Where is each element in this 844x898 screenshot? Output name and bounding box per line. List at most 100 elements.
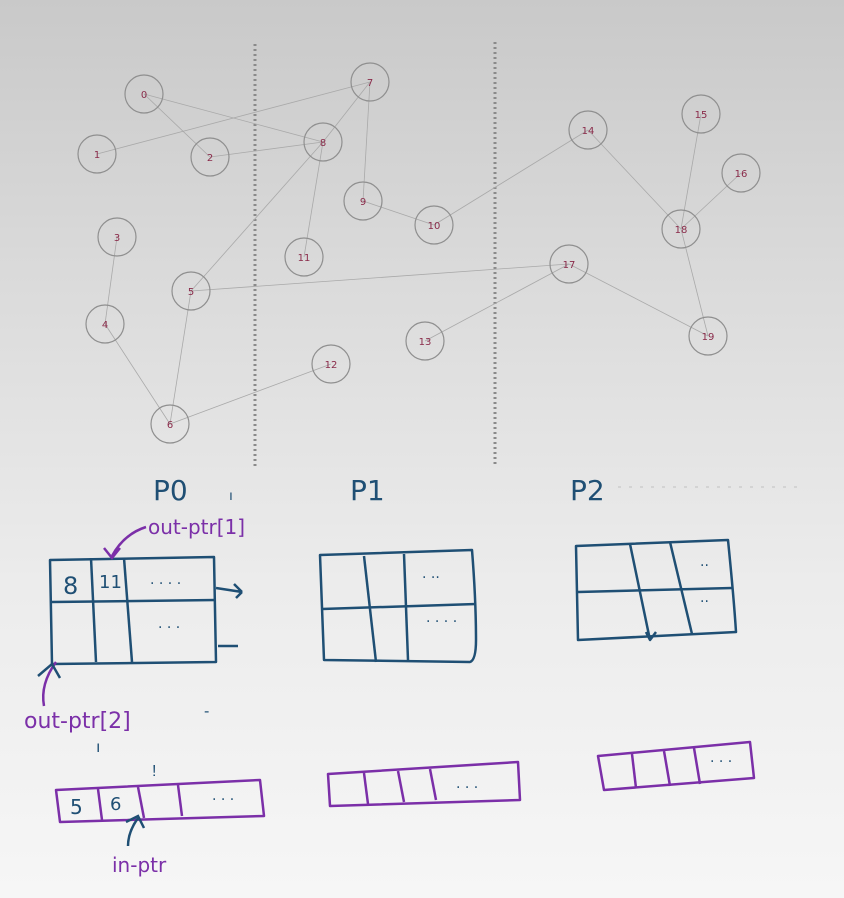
graph-node-17: 17	[549, 244, 589, 284]
graph-edge	[322, 81, 371, 143]
graph-edge	[568, 263, 709, 337]
graph-node-label: 12	[325, 360, 338, 371]
graph-edge	[96, 81, 371, 155]
graph-edge	[303, 141, 324, 258]
graph-edge	[104, 323, 171, 425]
graph-edge	[190, 263, 570, 292]
graph-node-label: 3	[114, 233, 120, 244]
p2-in-array	[596, 740, 756, 792]
graph-node-11: 11	[284, 237, 324, 277]
graph-node-label: 15	[695, 110, 708, 121]
partition-label-p2: P2	[570, 474, 605, 507]
graph-node-label: 18	[675, 225, 688, 236]
graph-node-circle	[549, 244, 589, 284]
graph-node-10: 10	[414, 205, 454, 245]
graph-node-12: 12	[311, 344, 351, 384]
graph-node-circle	[405, 321, 445, 361]
stray-mark-3: ı	[96, 739, 100, 756]
graph-node-4: 4	[85, 304, 125, 344]
partition-label-p1: P1	[350, 474, 385, 507]
p1-out-table	[318, 548, 478, 664]
graph-node-5: 5	[171, 271, 211, 311]
out-ptr-2-arrow	[37, 661, 62, 707]
graph-edge	[169, 290, 192, 425]
graph-node-circle	[97, 217, 137, 257]
graph-node-circle	[688, 316, 728, 356]
p0-cell-r1c2: 11	[99, 572, 122, 593]
graph-node-label: 19	[702, 332, 715, 343]
in-ptr-arrow	[125, 814, 146, 847]
graph-node-circle	[721, 153, 761, 193]
p0-cell-r1c3: · · · ·	[150, 576, 181, 592]
p1-cell-r2c3: · · · ·	[426, 614, 457, 630]
graph-node-circle	[124, 74, 164, 114]
graph-node-label: 17	[563, 260, 576, 271]
graph-node-18: 18	[661, 209, 701, 249]
graph-node-label: 10	[428, 221, 441, 232]
graph-edge	[680, 113, 702, 230]
graph-node-circle	[190, 137, 230, 177]
p0-cell-r1c1: 8	[63, 572, 78, 600]
graph-node-circle	[568, 110, 608, 150]
graph-edge	[169, 363, 332, 425]
graph-edge	[362, 81, 371, 202]
p1-in-array	[326, 760, 522, 808]
graph-node-1: 1	[77, 134, 117, 174]
graph-node-label: 7	[367, 78, 373, 89]
graph-node-circle	[85, 304, 125, 344]
graph-node-label: 9	[360, 197, 366, 208]
graph-node-label: 2	[207, 153, 213, 164]
graph-node-circle	[284, 237, 324, 277]
graph-edge	[424, 263, 570, 342]
p1-array-cell-4: · · ·	[456, 780, 478, 796]
graph-node-13: 13	[405, 321, 445, 361]
graph-node-label: 4	[102, 320, 108, 331]
graph-node-label: 0	[141, 90, 147, 101]
graph-node-circle	[303, 122, 343, 162]
p0-out-table	[48, 555, 243, 666]
stray-mark-2: -	[204, 703, 209, 720]
graph-node-circle	[681, 94, 721, 134]
graph-edge	[190, 141, 324, 292]
graph-node-circle	[343, 181, 383, 221]
graph-node-15: 15	[681, 94, 721, 134]
graph-edge	[587, 129, 682, 230]
graph-node-6: 6	[150, 404, 190, 444]
graph-node-label: 14	[582, 126, 595, 137]
graph-node-label: 11	[298, 253, 311, 264]
graph-node-label: 8	[320, 138, 326, 149]
graph-node-9: 9	[343, 181, 383, 221]
graph-node-circle	[77, 134, 117, 174]
graph-node-circle	[350, 62, 390, 102]
graph-node-circle	[171, 271, 211, 311]
out-ptr-2-label: out-ptr[2]	[24, 709, 131, 734]
graph-node-circle	[311, 344, 351, 384]
p2-out-table	[574, 538, 738, 642]
graph-node-14: 14	[568, 110, 608, 150]
graph-node-19: 19	[688, 316, 728, 356]
p0-cell-r2c3: · · ·	[158, 620, 180, 636]
graph-node-circle	[414, 205, 454, 245]
stray-mark-4: !	[152, 763, 156, 780]
graph-node-circle	[661, 209, 701, 249]
stray-mark: ı	[229, 487, 233, 503]
graph-edges	[96, 81, 742, 425]
p2-cell-r2c3: ··	[700, 594, 709, 610]
graph-edge	[680, 172, 742, 230]
graph-node-label: 1	[94, 150, 100, 161]
p1-cell-r1c3: · ··	[422, 570, 440, 586]
graph-edge	[680, 228, 709, 337]
p0-array-cell-2: 6	[110, 794, 121, 815]
p2-array-cell-4: · · ·	[710, 754, 732, 770]
graph-node-label: 5	[188, 287, 194, 298]
out-ptr-1-label: out-ptr[1]	[148, 515, 245, 539]
graph-edge	[104, 236, 118, 325]
graph-edge	[143, 93, 211, 158]
graph-edge	[433, 129, 589, 226]
graph-node-2: 2	[190, 137, 230, 177]
partition-label-p0: P0	[153, 474, 188, 507]
graph-node-7: 7	[350, 62, 390, 102]
graph-edge	[362, 200, 435, 226]
